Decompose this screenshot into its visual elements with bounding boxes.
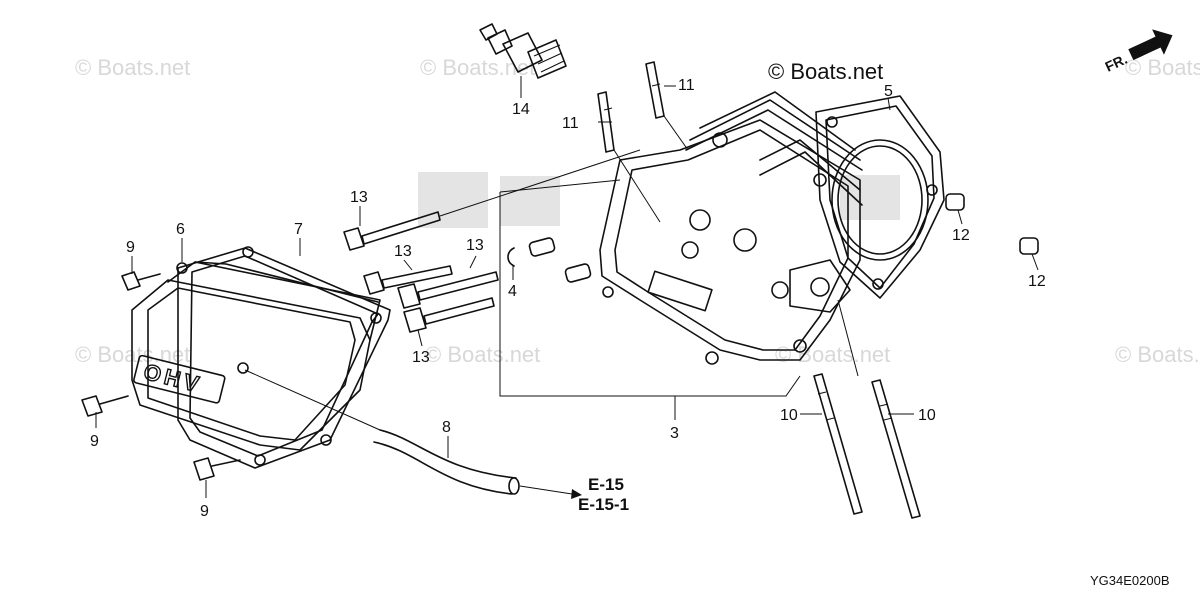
watermark: © Boats.net bbox=[425, 342, 540, 367]
stud-11-b bbox=[645, 61, 665, 119]
callout-13: 13 bbox=[412, 349, 430, 366]
callout-10: 10 bbox=[918, 407, 936, 424]
watermark: © Boats.net bbox=[1115, 342, 1200, 367]
callout-9: 9 bbox=[90, 433, 99, 450]
dowel-pin-a bbox=[528, 237, 556, 257]
callout-12: 12 bbox=[1028, 273, 1046, 290]
callout-11: 11 bbox=[562, 115, 579, 132]
head-gasket bbox=[815, 95, 945, 299]
callout-6: 6 bbox=[176, 221, 185, 238]
callout-5: 5 bbox=[884, 83, 893, 100]
long-stud-10-b bbox=[871, 379, 921, 519]
callout-3: 3 bbox=[670, 425, 679, 442]
assembly-bracket bbox=[499, 192, 801, 397]
background-logo bbox=[418, 172, 900, 228]
callout-13: 13 bbox=[466, 237, 484, 254]
watermark: © Boats.net bbox=[75, 55, 190, 80]
callout-8: 8 bbox=[442, 419, 451, 436]
bolt-13-a bbox=[343, 149, 641, 251]
callout-11: 11 bbox=[678, 77, 695, 94]
copyright-text: © Boats.net bbox=[768, 59, 883, 84]
callout-7: 7 bbox=[294, 221, 303, 238]
watermarks: © Boats.net © Boats.net © Boats.net © Bo… bbox=[75, 55, 1200, 367]
diagram-code: YG34E0200B bbox=[1090, 573, 1170, 588]
watermark: © Boats.net bbox=[1125, 55, 1200, 80]
callout-13: 13 bbox=[350, 189, 368, 206]
bolt-13-b bbox=[363, 265, 453, 295]
leader-lines bbox=[95, 85, 1039, 498]
callout-13: 13 bbox=[394, 243, 412, 260]
long-stud-10-a bbox=[813, 373, 863, 515]
cylinder-head bbox=[599, 91, 863, 365]
dowel-12-b bbox=[1019, 237, 1039, 255]
bolt-9-a bbox=[121, 271, 161, 291]
breather-tube bbox=[373, 429, 582, 499]
bolt-9-c bbox=[193, 457, 241, 481]
watermark: © Boats.net bbox=[775, 342, 890, 367]
watermark: © Boats.net bbox=[420, 55, 535, 80]
clip-4 bbox=[507, 247, 515, 267]
reference-e15[interactable]: E-15 bbox=[588, 475, 624, 494]
reference-e15-1[interactable]: E-15-1 bbox=[578, 495, 629, 514]
dowel-pin-b bbox=[564, 263, 592, 283]
bolt-13-c bbox=[397, 271, 499, 309]
callout-9: 9 bbox=[200, 503, 209, 520]
bolt-9-b bbox=[81, 395, 129, 417]
callout-4: 4 bbox=[508, 283, 517, 300]
callout-14: 14 bbox=[512, 101, 530, 118]
bolt-13-d bbox=[403, 297, 495, 333]
callout-9: 9 bbox=[126, 239, 135, 256]
valve-cover-gasket bbox=[176, 246, 391, 469]
dowel-12-a bbox=[945, 193, 965, 211]
callout-12: 12 bbox=[952, 227, 970, 244]
spark-plug bbox=[479, 23, 567, 79]
callout-10: 10 bbox=[780, 407, 798, 424]
